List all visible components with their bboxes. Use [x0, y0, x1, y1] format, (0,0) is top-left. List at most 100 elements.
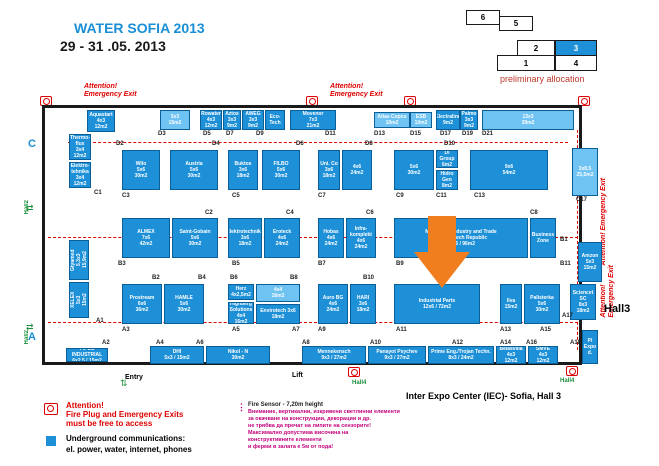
code-c4: C4: [286, 210, 294, 216]
allocation-cell-1: 1: [497, 55, 555, 71]
code-d15: D15: [410, 131, 422, 137]
row-label-c: C: [28, 138, 36, 150]
code-c1: C1: [94, 190, 102, 196]
code-c7: C7: [318, 193, 326, 199]
code-a14: A14: [500, 340, 512, 346]
row-line-a: [48, 322, 578, 323]
code-a7: A7: [292, 327, 300, 333]
legend-sensor-title: Fire Sensor - 7,20m height: [248, 402, 324, 408]
code-b7: B7: [318, 261, 326, 267]
emergency-exit-left: Attention! Emergency Exit: [84, 83, 137, 98]
booth-prime-eng[interactable]: Prime Eng./Trojan Techn.8x3 / 24m2: [428, 346, 494, 364]
code-a4: A4: [156, 340, 164, 346]
allocation-cell-2: 2: [517, 40, 555, 56]
row-label-a: A: [28, 331, 36, 343]
code-d2: D2: [116, 141, 124, 147]
code-c3: C3: [122, 193, 130, 199]
code-c11: C11: [436, 193, 447, 199]
code-a18: A18: [570, 340, 582, 346]
code-d9: D9: [256, 131, 264, 137]
code-b6: B6: [230, 275, 238, 281]
code-a10: A10: [370, 340, 382, 346]
arrow-icon: ⇄: [26, 203, 34, 213]
code-b8: B8: [290, 275, 298, 281]
code-b2: B2: [152, 275, 160, 281]
code-c6: C6: [366, 210, 374, 216]
code-a11: A11: [396, 327, 407, 333]
row-line-c: [48, 237, 578, 238]
arrow-icon: ⇄: [26, 322, 34, 332]
entry-label: Entry: [125, 374, 143, 381]
legend-fire-title: Attention!: [66, 401, 104, 410]
code-a8: A8: [302, 340, 310, 346]
booth-ecotech[interactable]: Eco-Tech: [265, 110, 285, 130]
code-b3: B3: [118, 261, 126, 267]
code-c9: C9: [396, 193, 404, 199]
code-a5: A5: [232, 327, 240, 333]
venue-name: Inter Expo Center (IEC)- Sofia, Hall 3: [406, 391, 562, 401]
hall-name: Hall3: [604, 303, 631, 315]
location-arrow-icon: [414, 216, 470, 288]
legend-sensor-text: Внимание, вертикални, изкривени светлинн…: [248, 409, 400, 450]
code-d8: D8: [365, 141, 373, 147]
legend-fire-text: Fire Plug and Emergency Exits must be fr…: [66, 410, 184, 428]
allocation-cell-6: 6: [466, 10, 500, 25]
code-d3: D3: [158, 131, 166, 137]
fire-plug-icon: [566, 366, 578, 376]
